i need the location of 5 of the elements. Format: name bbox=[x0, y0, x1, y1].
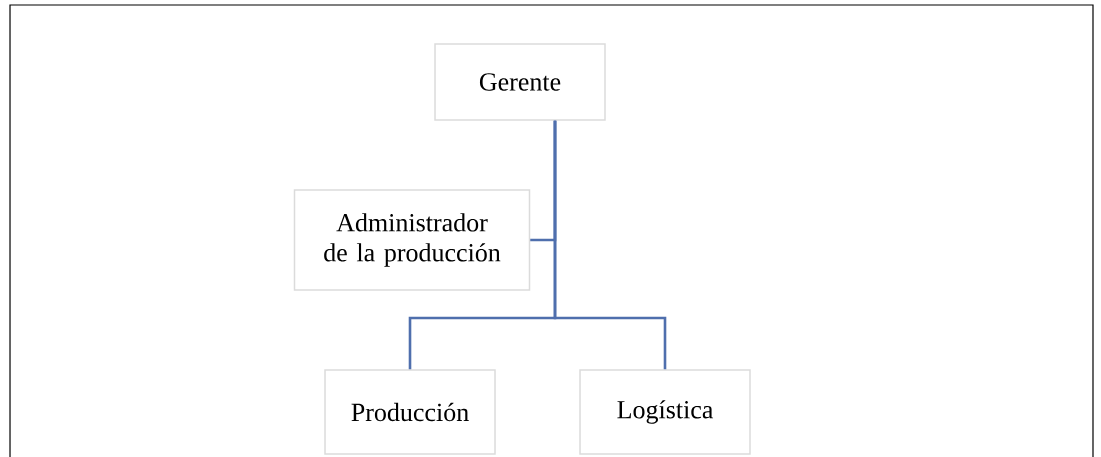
connector-line bbox=[553, 120, 667, 370]
org-box: Producción bbox=[324, 369, 496, 455]
org-box: Gerente bbox=[434, 43, 606, 121]
org-box: Logística bbox=[579, 369, 751, 455]
org-box: Administrador de la producción bbox=[293, 189, 531, 291]
